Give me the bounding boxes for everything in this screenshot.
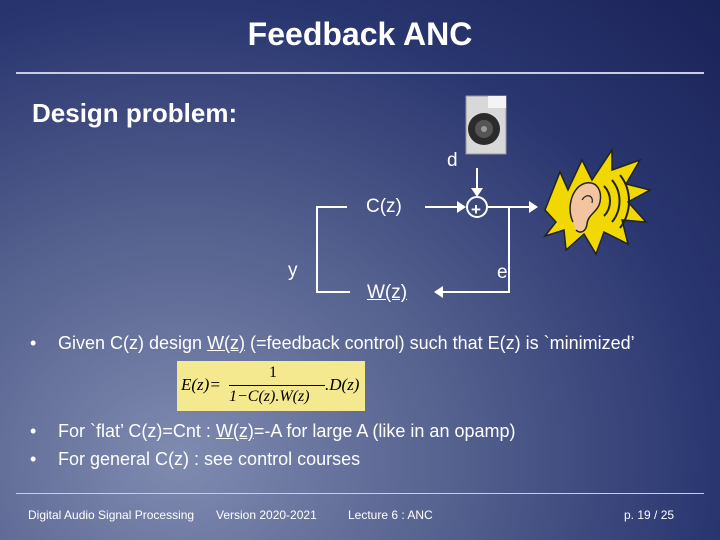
bullet-dot: • [30,449,37,469]
speaker-icon [465,95,507,155]
page-title: Feedback ANC [247,16,473,52]
feedback-line [442,207,510,293]
footer-lecture: Lecture 6 : ANC [348,508,433,522]
bullet-w-term: W(z) [215,421,254,441]
footer-version: Version 2020-2021 [216,508,317,522]
bullet-w-term: W(z) [207,333,246,353]
d-arrowhead [471,188,483,197]
bullet-text: =-A for large A (like in an opamp) [253,421,516,441]
ear-icon [542,147,653,256]
bullet-general: • For general C(z) : see control courses [30,449,360,470]
formula-numerator: 1 [269,364,277,381]
footer-divider [16,493,704,494]
error-formula: E(z)= 1 1−C(z).W(z) .D(z) [177,361,365,411]
bullet-text: Given C(z) design [58,333,208,353]
footer-page-number: p. 19 / 25 [624,508,675,522]
summing-junction [466,196,488,218]
c-to-sum-arrowhead [457,201,466,213]
y-loop-line [316,206,350,293]
section-heading: Design problem: [32,98,238,128]
bullet-text: For `flat’ C(z)=Cnt : [58,421,216,441]
footer-course: Digital Audio Signal Processing [28,508,195,522]
output-y-label: y [288,260,298,281]
bullet-dot: • [30,333,37,353]
disturbance-label: d [447,150,458,171]
bullet-text: For general C(z) : see control courses [58,449,361,469]
feedback-arrowhead [434,286,443,298]
bullet-given: • Given C(z) design W(z) (=feedback contr… [30,333,635,354]
title-divider [16,72,704,74]
error-e-label: e [497,262,508,283]
sum-plus-sign: + [471,200,481,219]
formula-denominator: 1−C(z).W(z) [229,388,310,405]
bullet-flat: • For `flat’ C(z)=Cnt : W(z)=-A for large… [30,421,516,442]
bullet-text: (=feedback control) such that E(z) is `m… [245,333,635,353]
formula-fraction-bar [229,385,325,386]
sum-to-ear-arrowhead [529,201,538,213]
w-block-label: W(z) [367,282,408,303]
c-block-label: C(z) [366,196,402,217]
formula-lhs: E(z)= [181,375,221,394]
formula-rhs: .D(z) [325,375,360,394]
bullet-dot: • [30,421,37,441]
